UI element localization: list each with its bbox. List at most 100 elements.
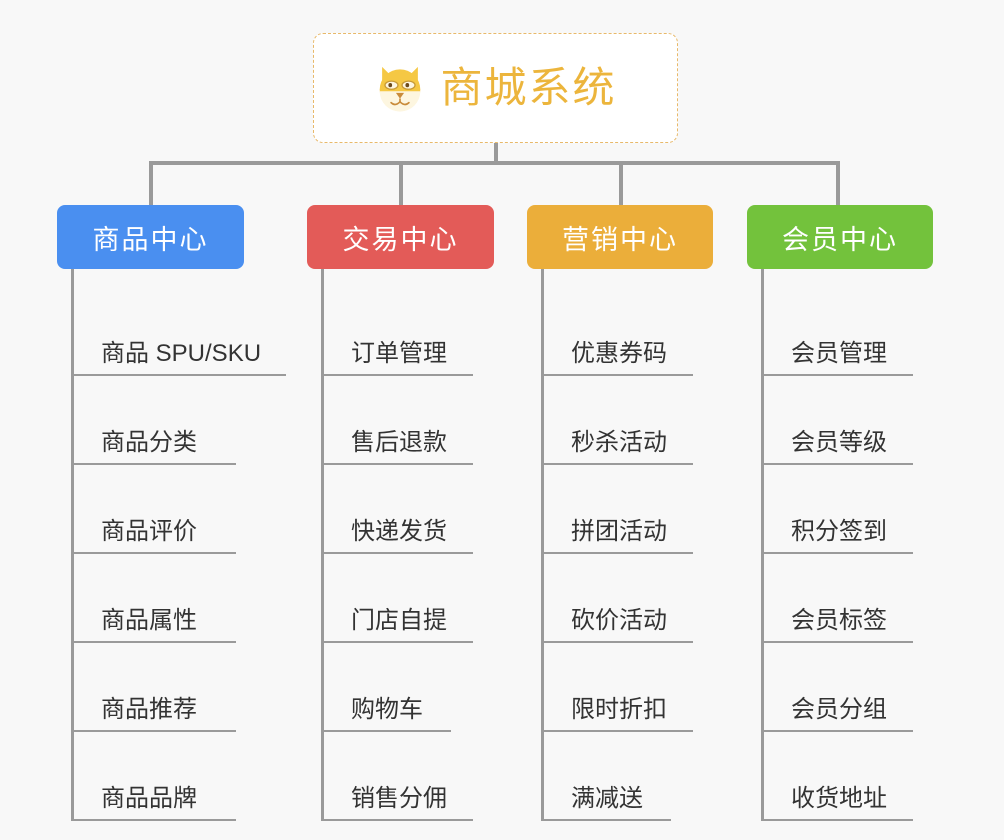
list-item[interactable]: 售后退款 — [321, 376, 494, 465]
root-node[interactable]: 商城系统 — [313, 33, 678, 143]
branch-body-1: 订单管理 售后退款 快递发货 门店自提 购物车 销售分佣 — [321, 269, 494, 821]
leaf-label: 砍价活动 — [571, 607, 667, 634]
connector-root-stem — [494, 143, 498, 164]
list-item[interactable]: 商品分类 — [71, 376, 261, 465]
list-item[interactable]: 商品品牌 — [71, 732, 261, 821]
leaf-label: 门店自提 — [351, 607, 447, 634]
branch-header-0[interactable]: 商品中心 — [57, 205, 244, 269]
leaf-underline — [71, 730, 236, 732]
leaf-label: 秒杀活动 — [571, 429, 667, 456]
leaf-underline — [71, 819, 236, 821]
leaf-label: 限时折扣 — [571, 696, 667, 723]
branch-trunk-1 — [321, 269, 324, 821]
leaf-label: 商品推荐 — [101, 696, 197, 723]
leaf-underline — [761, 819, 913, 821]
leaf-label: 拼团活动 — [571, 518, 667, 545]
connector-drop-2 — [619, 161, 623, 208]
list-item[interactable]: 拼团活动 — [541, 465, 713, 554]
leaf-underline — [541, 374, 693, 376]
list-item[interactable]: 会员等级 — [761, 376, 933, 465]
list-item[interactable]: 满减送 — [541, 732, 713, 821]
leaf-underline — [71, 641, 236, 643]
connector-drop-1 — [399, 161, 403, 208]
leaf-underline — [761, 730, 913, 732]
list-item[interactable]: 订单管理 — [321, 287, 494, 376]
list-item[interactable]: 门店自提 — [321, 554, 494, 643]
leaf-underline — [321, 819, 473, 821]
leaf-label: 会员等级 — [791, 429, 887, 456]
leaf-underline — [321, 641, 473, 643]
branch-marketing-center: 营销中心 优惠券码 秒杀活动 拼团活动 砍价活动 限时折扣 — [527, 205, 713, 821]
branch-trade-center: 交易中心 订单管理 售后退款 快递发货 门店自提 购物车 — [307, 205, 494, 821]
branch-body-2: 优惠券码 秒杀活动 拼团活动 砍价活动 限时折扣 满减送 — [541, 269, 713, 821]
list-item[interactable]: 商品属性 — [71, 554, 261, 643]
leaf-label: 积分签到 — [791, 518, 887, 545]
leaf-underline — [541, 730, 693, 732]
branch-trunk-0 — [71, 269, 74, 821]
leaf-underline — [541, 641, 693, 643]
list-item[interactable]: 商品推荐 — [71, 643, 261, 732]
leaf-underline — [321, 374, 473, 376]
leaf-label: 满减送 — [571, 785, 643, 812]
leaf-label: 订单管理 — [351, 340, 447, 367]
list-item[interactable]: 商品 SPU/SKU — [71, 287, 286, 376]
leaf-label: 商品分类 — [101, 429, 197, 456]
list-item[interactable]: 优惠券码 — [541, 287, 713, 376]
branch-header-label: 商品中心 — [92, 224, 209, 255]
leaf-label: 购物车 — [351, 696, 423, 723]
branch-trunk-2 — [541, 269, 544, 821]
branch-trunk-3 — [761, 269, 764, 821]
leaf-label: 商品品牌 — [101, 785, 197, 812]
branch-header-3[interactable]: 会员中心 — [747, 205, 933, 269]
leaf-underline — [541, 819, 671, 821]
list-item[interactable]: 砍价活动 — [541, 554, 713, 643]
connector-drop-3 — [836, 161, 840, 208]
branch-product-center: 商品中心 商品 SPU/SKU 商品分类 商品评价 商品属性 商品推荐 — [57, 205, 286, 821]
branch-header-label: 交易中心 — [342, 224, 459, 255]
leaf-label: 快递发货 — [351, 518, 447, 545]
leaf-underline — [71, 552, 236, 554]
branch-body-0: 商品 SPU/SKU 商品分类 商品评价 商品属性 商品推荐 商品品牌 — [71, 269, 286, 821]
root-title: 商城系统 — [440, 64, 617, 111]
branch-header-label: 营销中心 — [562, 224, 678, 255]
leaf-underline — [541, 463, 693, 465]
leaf-underline — [761, 641, 913, 643]
leaf-underline — [321, 730, 451, 732]
leaf-underline — [761, 463, 913, 465]
list-item[interactable]: 收货地址 — [761, 732, 933, 821]
list-item[interactable]: 会员分组 — [761, 643, 933, 732]
leaf-underline — [71, 374, 286, 376]
branch-header-1[interactable]: 交易中心 — [307, 205, 494, 269]
leaf-underline — [761, 552, 913, 554]
branch-header-label: 会员中心 — [782, 224, 898, 255]
list-item[interactable]: 快递发货 — [321, 465, 494, 554]
list-item[interactable]: 会员标签 — [761, 554, 933, 643]
list-item[interactable]: 销售分佣 — [321, 732, 494, 821]
leaf-label: 商品评价 — [101, 518, 197, 545]
list-item[interactable]: 商品评价 — [71, 465, 261, 554]
leaf-underline — [321, 552, 473, 554]
leaf-label: 收货地址 — [791, 785, 887, 812]
leaf-label: 商品属性 — [101, 607, 197, 634]
branch-body-3: 会员管理 会员等级 积分签到 会员标签 会员分组 收货地址 — [761, 269, 933, 821]
branch-header-2[interactable]: 营销中心 — [527, 205, 713, 269]
leaf-label: 会员标签 — [791, 607, 887, 634]
leaf-label: 优惠券码 — [571, 340, 667, 367]
list-item[interactable]: 积分签到 — [761, 465, 933, 554]
leaf-label: 会员分组 — [791, 696, 887, 723]
leaf-label: 商品 SPU/SKU — [101, 340, 262, 367]
leaf-underline — [761, 374, 913, 376]
connector-horizontal-bus — [149, 161, 839, 165]
leaf-label: 销售分佣 — [351, 785, 447, 812]
leaf-label: 会员管理 — [791, 340, 887, 367]
list-item[interactable]: 会员管理 — [761, 287, 933, 376]
leaf-underline — [321, 463, 473, 465]
list-item[interactable]: 秒杀活动 — [541, 376, 713, 465]
list-item[interactable]: 购物车 — [321, 643, 494, 732]
leaf-label: 售后退款 — [351, 429, 447, 456]
dog-face-icon — [380, 66, 421, 112]
list-item[interactable]: 限时折扣 — [541, 643, 713, 732]
leaf-underline — [71, 463, 236, 465]
connector-drop-0 — [149, 161, 153, 208]
